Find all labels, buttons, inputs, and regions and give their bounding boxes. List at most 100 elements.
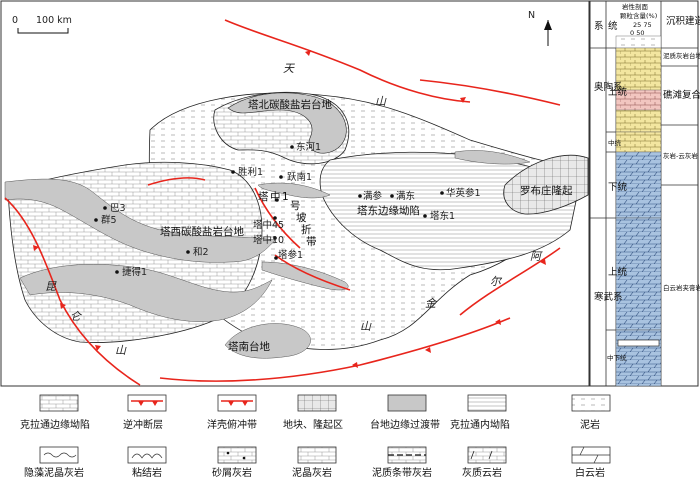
mountain-tian: 天 bbox=[283, 62, 295, 75]
mountain-shan-north: 山 bbox=[375, 95, 387, 108]
col-ordo-middle: 中统 bbox=[608, 138, 622, 147]
well-tashen1: 塔参1 bbox=[278, 249, 303, 261]
fault-teeth bbox=[33, 50, 546, 368]
well-markers bbox=[94, 145, 444, 274]
well-mandong: 满东 bbox=[396, 190, 415, 202]
well-he2: 和2 bbox=[193, 247, 209, 258]
col-header-build: 沉积建造 bbox=[666, 15, 700, 27]
col-ordo-lower: 下统 bbox=[608, 181, 628, 193]
well-ba3: 巴3 bbox=[110, 203, 126, 214]
belt-char-4: 坡 bbox=[296, 211, 307, 224]
col-header-ticks-top: 25 75 bbox=[633, 21, 652, 29]
col-build2: 礁滩复合体 bbox=[663, 89, 700, 101]
southern-platform bbox=[224, 323, 311, 359]
scale-zero: 0 bbox=[12, 15, 18, 26]
tazhong-transition-belt bbox=[261, 261, 349, 291]
region-tabei: 塔北碳酸盐岩台地 bbox=[248, 98, 332, 111]
legend-label-10: 泥晶灰岩 bbox=[292, 466, 332, 479]
scale-distance: 100 km bbox=[36, 15, 72, 26]
central-transition-belt bbox=[257, 182, 331, 199]
col-header-profile: 岩性剖面 bbox=[622, 2, 649, 11]
north-label: N bbox=[528, 10, 535, 21]
belt-char-2: 1 bbox=[282, 191, 289, 203]
north-arrow-icon bbox=[544, 20, 552, 46]
belt-char-5: 折 bbox=[301, 223, 312, 236]
well-tazhong10: 塔中10 bbox=[253, 234, 284, 246]
mountain-shan-south: 山 bbox=[360, 320, 372, 333]
well-yuenan1: 跃南1 bbox=[287, 171, 312, 183]
fault-lines bbox=[4, 19, 561, 386]
col-build4: 白云岩夹膏岩建造 bbox=[663, 283, 700, 292]
well-manshen: 满参 bbox=[363, 190, 383, 202]
lith-top-mudstone bbox=[615, 35, 662, 49]
legend-swatch-13 bbox=[571, 446, 611, 464]
legend-label-12: 灰质云岩 bbox=[462, 466, 502, 479]
well-jiede1: 捷得1 bbox=[122, 266, 147, 278]
western-transition-belt bbox=[4, 178, 276, 263]
well-tadong1: 塔东1 bbox=[430, 210, 455, 222]
belt-char-1: 中 bbox=[270, 190, 281, 203]
northeast-transition-belt bbox=[454, 150, 531, 165]
legend-label-13: 白云岩 bbox=[575, 466, 605, 479]
col-header-system: 系 bbox=[594, 21, 604, 32]
legend-label-1: 逆冲断层 bbox=[123, 418, 163, 431]
belt-char-6: 带 bbox=[306, 236, 317, 248]
well-qun5: 群5 bbox=[101, 214, 117, 226]
belt-char-3: 号 bbox=[290, 200, 301, 212]
col-ordo-upper: 上统 bbox=[608, 86, 628, 98]
legend-label-2: 洋壳俯冲带 bbox=[207, 418, 257, 431]
mountain-jin: 金 bbox=[425, 297, 438, 310]
col-ordovician: 奥陶系 bbox=[594, 81, 623, 93]
legend-label-5: 克拉通内坳陷 bbox=[450, 418, 510, 431]
col-header-series: 统 bbox=[608, 20, 618, 32]
legend-swatch-10 bbox=[297, 446, 337, 464]
belt-char-0: 塔 bbox=[258, 190, 269, 203]
legend-swatch-6 bbox=[571, 394, 611, 412]
legend-label-8: 粘结岩 bbox=[132, 466, 162, 479]
legend: 克拉通边缘坳陷 逆冲断层 洋壳俯冲带 地块、隆起区 台地边缘过渡带 克拉通内坳陷… bbox=[20, 394, 611, 479]
lith-lower-ordovician bbox=[615, 151, 662, 219]
legend-swatch-8 bbox=[127, 446, 167, 464]
well-huayingshen1: 华英参1 bbox=[446, 187, 481, 199]
legend-swatch-9 bbox=[217, 446, 257, 464]
lith-reef-pink bbox=[615, 89, 662, 111]
col-build3: 灰岩-云灰岩 bbox=[663, 151, 698, 160]
region-taxi: 塔西碳酸盐岩台地 bbox=[160, 225, 244, 238]
region-tanan: 塔南台地 bbox=[228, 340, 270, 353]
legend-swatch-3 bbox=[297, 394, 337, 412]
mountain-lun: 仑 bbox=[70, 310, 82, 323]
legend-label-9: 砂屑灰岩 bbox=[212, 466, 252, 479]
legend-label-4: 台地边缘过渡带 bbox=[370, 418, 440, 431]
luobuzhuang-uplift bbox=[503, 154, 589, 215]
lith-cambrian-midlower bbox=[615, 329, 662, 387]
col-camb-midlower: 中下统 bbox=[607, 353, 627, 362]
legend-label-0: 克拉通边缘坳陷 bbox=[20, 418, 90, 431]
col-build1: 泥质灰岩台地相沉积 bbox=[663, 51, 700, 60]
legend-swatch-2 bbox=[217, 394, 257, 412]
col-camb-upper: 上统 bbox=[608, 266, 628, 278]
legend-swatch-4 bbox=[387, 394, 427, 412]
region-tadong: 塔东边缘坳陷 bbox=[357, 204, 420, 217]
legend-label-6: 泥岩 bbox=[580, 418, 600, 431]
legend-swatch-0 bbox=[39, 394, 79, 412]
legend-label-3: 地块、隆起区 bbox=[283, 418, 343, 431]
well-shengli1: 胜利1 bbox=[238, 166, 263, 178]
legend-swatch-1 bbox=[127, 394, 167, 412]
legend-swatch-5 bbox=[467, 394, 507, 412]
scale-bar bbox=[17, 28, 69, 34]
legend-swatch-11 bbox=[387, 446, 427, 464]
lith-gypsum-band bbox=[617, 339, 660, 347]
northern-transition-belt bbox=[227, 92, 347, 154]
legend-swatch-12 bbox=[467, 446, 507, 464]
southwest-transition-belt bbox=[19, 264, 273, 322]
mountain-a: 阿 bbox=[530, 250, 543, 263]
legend-label-11: 泥质条带灰岩 bbox=[372, 466, 432, 479]
lith-middle-ordovician bbox=[615, 131, 662, 153]
legend-swatch-7 bbox=[39, 446, 79, 464]
col-cambrian: 寒武系 bbox=[594, 291, 623, 303]
region-luobu: 罗布庄隆起 bbox=[520, 184, 573, 197]
well-tazhong45: 塔中45 bbox=[253, 219, 284, 231]
col-header-ticks-bottom: 0 50 bbox=[630, 29, 644, 37]
well-donghe1: 东河1 bbox=[296, 141, 321, 153]
